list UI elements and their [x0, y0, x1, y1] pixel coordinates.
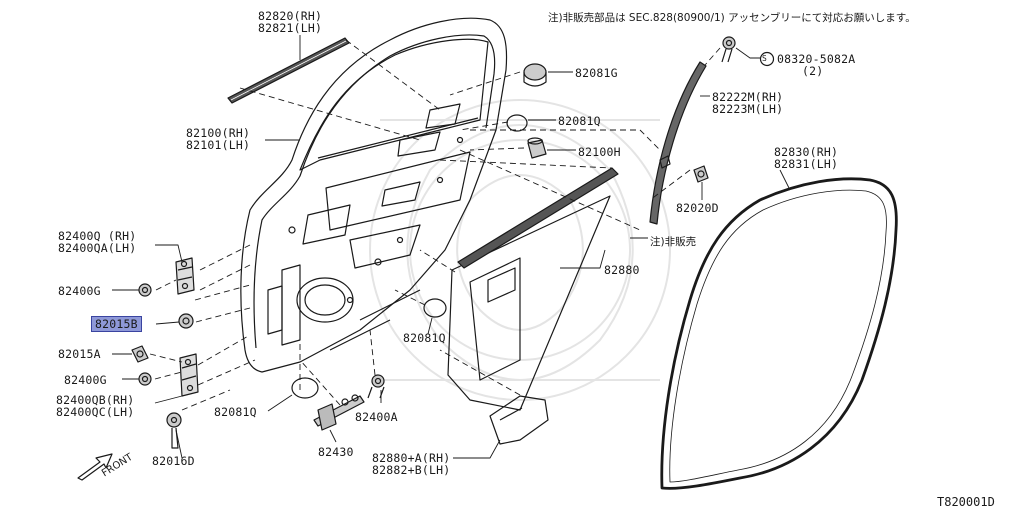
- label-82400qb: 82400QB(RH): [56, 393, 135, 407]
- hinge-upper-82400q: [175, 257, 195, 295]
- label-82831: 82831(LH): [774, 157, 839, 171]
- grommet-82081g: [523, 63, 547, 87]
- label-82081q-middle: 82081Q: [403, 331, 446, 345]
- label-82821: 82821(LH): [258, 21, 323, 35]
- plug-82081q-upper: [506, 114, 528, 132]
- note-text: 注)非販売部品は SEC.828(80900/1) アッセンブリーにて対応お願い…: [548, 12, 916, 24]
- weatherstrip-82830: [660, 177, 898, 490]
- label-82820: 82820(RH): [258, 9, 323, 23]
- channel-82222m: [649, 61, 707, 225]
- leader-lines: [112, 35, 791, 459]
- label-82830: 82830(RH): [774, 145, 839, 159]
- label-hihanbai: 注)非販売: [650, 236, 697, 248]
- label-82101: 82101(LH): [186, 138, 251, 152]
- label-82016d: 82016D: [152, 454, 195, 468]
- bolt-82400g-lower: [138, 372, 152, 386]
- door-check-82430: [313, 394, 365, 431]
- label-82081g: 82081G: [575, 66, 618, 80]
- label-08320-symbol: S: [762, 54, 768, 63]
- label-82400qa: 82400QA(LH): [58, 241, 137, 255]
- door-panel-82100: [240, 17, 508, 373]
- belt-moulding-82820: [227, 37, 350, 104]
- label-08320: 08320-5082A: [777, 52, 856, 66]
- label-82100h: 82100H: [578, 145, 621, 159]
- label-82880: 82880: [604, 263, 640, 277]
- hinge-lower-82400qb: [179, 353, 199, 397]
- bumper-82100h: [527, 137, 547, 159]
- label-82400q: 82400Q (RH): [58, 229, 137, 243]
- front-arrow: [77, 453, 113, 481]
- nut-82015b: [178, 313, 194, 329]
- label-82400a: 82400A: [355, 410, 398, 424]
- plug-82081q-middle: [423, 298, 447, 318]
- label-08320-qty: (2): [802, 64, 824, 78]
- label-82400qc: 82400QC(LH): [56, 405, 135, 419]
- label-82430: 82430: [318, 445, 354, 459]
- bolt-82016d: [166, 412, 182, 449]
- label-82223m: 82223M(LH): [712, 102, 784, 116]
- bolt-82400a: [367, 374, 385, 399]
- bolt-82015a: [131, 345, 149, 363]
- label-82015a: 82015A: [58, 347, 101, 361]
- label-82081q-left: 82081Q: [214, 405, 257, 419]
- label-82100: 82100(RH): [186, 126, 251, 140]
- diagram-code: T820001D: [937, 495, 995, 509]
- label-82400g-lower: 82400G: [64, 373, 107, 387]
- sash-82880: [447, 195, 611, 411]
- label-82880a: 82880+A(RH): [372, 451, 451, 465]
- label-82081q-upper: 82081Q: [558, 114, 601, 128]
- screw-08320: [721, 36, 736, 63]
- label-82400g-upper: 82400G: [58, 284, 101, 298]
- bolt-82400g-upper: [138, 283, 152, 297]
- assembly-dash-lines: [149, 39, 721, 411]
- strip-82880-top: [457, 167, 619, 269]
- clip-82020d: [693, 165, 709, 183]
- cover-82880a: [489, 395, 549, 445]
- plug-82081q-left: [291, 377, 319, 399]
- label-82015b-highlighted[interactable]: 82015B: [91, 316, 142, 332]
- label-82222m: 82222M(RH): [712, 90, 784, 104]
- label-82882b: 82882+B(LH): [372, 463, 451, 477]
- label-82020d: 82020D: [676, 201, 719, 215]
